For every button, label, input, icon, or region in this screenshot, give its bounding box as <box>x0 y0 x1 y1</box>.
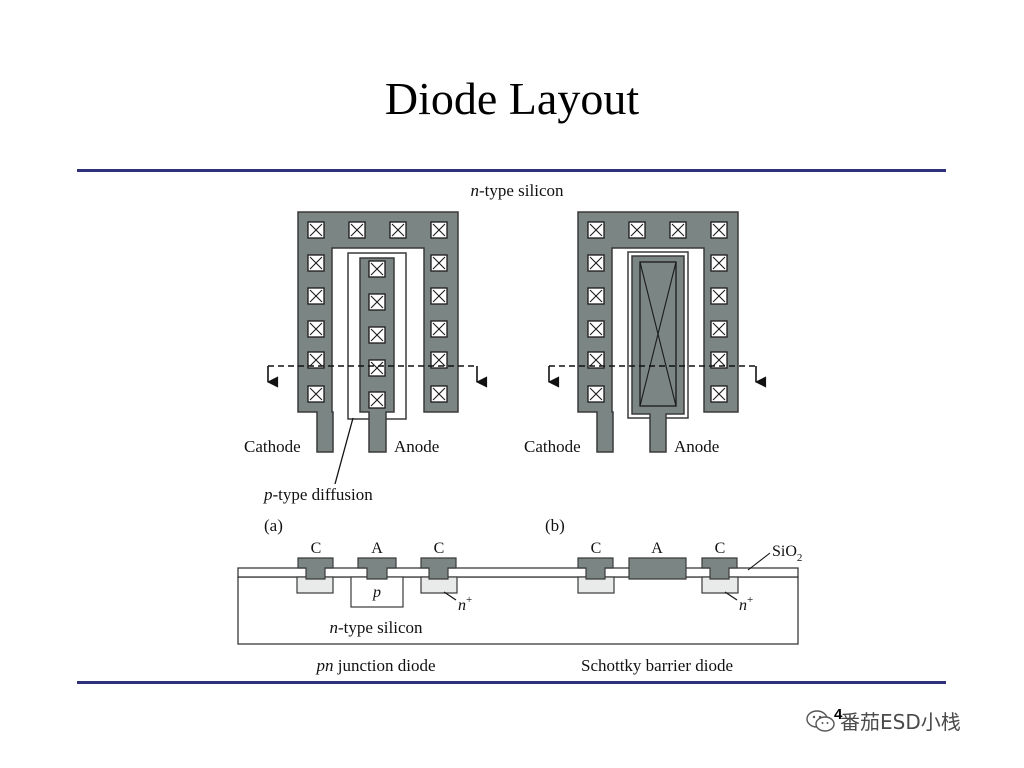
cathode-b-contact-left-3 <box>587 351 605 369</box>
anode-metal-a <box>359 257 395 453</box>
cathode-a-contact-right-2 <box>430 320 448 338</box>
nplus-label-a-n: n <box>458 597 466 614</box>
cs-a-label-c2: C <box>434 540 445 557</box>
contact-metal-b-a <box>628 557 687 580</box>
anode-a-contact-1 <box>368 293 386 311</box>
cathode-a-contact-top-0 <box>307 221 325 239</box>
cathode-b-contact-left-4 <box>587 385 605 403</box>
cathode-label-a: Cathode <box>244 437 301 456</box>
anode-metal-b <box>631 255 685 453</box>
cs-a-label-a: A <box>371 540 383 557</box>
layout-b: Cathode Anode (b) <box>524 211 767 535</box>
cathode-b-contact-top-0 <box>587 221 605 239</box>
cathode-b-contact-left-0 <box>587 254 605 272</box>
diffusion-label-p: p <box>263 485 273 504</box>
page-number: 4 <box>834 706 843 723</box>
caption-pn-rest: junction diode <box>334 656 436 675</box>
anode-label-a: Anode <box>394 437 439 456</box>
cathode-b-contact-top-3 <box>710 221 728 239</box>
anode-a-contact-3 <box>368 359 386 377</box>
contact-metal-a-c1 <box>297 557 334 580</box>
oxide-label-sub: 2 <box>797 552 803 564</box>
oxide-pointer <box>747 552 771 571</box>
nplus-label-b-sup: + <box>747 594 753 606</box>
cathode-a-contact-top-3 <box>430 221 448 239</box>
nplus-label-a-sup: + <box>466 594 472 606</box>
panel-label-b: (b) <box>545 516 565 535</box>
top-label: n-type silicon <box>470 181 564 200</box>
contact-metal-b-c1 <box>577 557 614 580</box>
watermark-text: 番茄ESD小栈 <box>840 710 961 734</box>
substrate-label-rest: -type silicon <box>338 618 423 637</box>
cathode-a-contact-right-3 <box>430 351 448 369</box>
cathode-b-contact-top-1 <box>628 221 646 239</box>
contact-metal-a-a <box>357 557 397 580</box>
cathode-b-contact-right-1 <box>710 287 728 305</box>
contacts-a <box>307 221 448 409</box>
top-label-n: n <box>470 181 479 200</box>
cathode-b-contact-left-2 <box>587 320 605 338</box>
nplus-label-b-n: n <box>739 597 747 614</box>
cathode-b-contact-right-2 <box>710 320 728 338</box>
cathode-a-contact-right-0 <box>430 254 448 272</box>
cs-b-label-c2: C <box>715 540 726 557</box>
cs-a-label-c1: C <box>311 540 322 557</box>
top-label-rest: -type silicon <box>479 181 564 200</box>
slide-title: Diode Layout <box>384 73 640 124</box>
cathode-label-b: Cathode <box>524 437 581 456</box>
cathode-b-contact-right-0 <box>710 254 728 272</box>
anode-a-contact-0 <box>368 260 386 278</box>
nplus-label-a: n+ <box>458 594 472 614</box>
cathode-a-contact-left-0 <box>307 254 325 272</box>
panel-label-a: (a) <box>264 516 283 535</box>
caption-schottky: Schottky barrier diode <box>581 656 733 675</box>
caption-pn-italic: pn <box>316 656 334 675</box>
contacts-b <box>587 221 728 403</box>
nplus-pointer-a <box>443 591 457 601</box>
cathode-a-contact-top-2 <box>389 221 407 239</box>
cs-b-label-a: A <box>651 540 663 557</box>
diffusion-label-a: p-type diffusion <box>263 485 373 504</box>
contact-metal-a-c2 <box>420 557 457 580</box>
wechat-icon <box>806 709 835 732</box>
substrate-label: n-type silicon <box>329 618 423 637</box>
p-region-a <box>350 576 404 608</box>
nplus-label-b: n+ <box>739 594 753 614</box>
cs-b-label-c1: C <box>591 540 602 557</box>
oxide-label: SiO2 <box>772 543 802 564</box>
cathode-b-contact-top-2 <box>669 221 687 239</box>
cross-sections: C A C p n+ n-type silicon pn junction di… <box>237 540 802 675</box>
diffusion-label-rest: -type diffusion <box>273 485 374 504</box>
watermark: 番茄ESD小栈 <box>806 706 961 735</box>
layout-a: Cathode Anode p-type diffusion (a) <box>244 211 488 535</box>
oxide-label-main: SiO <box>772 543 797 560</box>
cathode-a-contact-right-4 <box>430 385 448 403</box>
cathode-a-contact-left-2 <box>307 320 325 338</box>
substrate-label-n: n <box>329 618 338 637</box>
diffusion-pointer-a <box>334 417 354 485</box>
cathode-a-contact-left-1 <box>307 287 325 305</box>
schottky-contact-cross-2 <box>639 261 677 407</box>
bottom-divider <box>77 681 946 684</box>
cathode-a-contact-right-1 <box>430 287 448 305</box>
cathode-a-contact-left-4 <box>307 385 325 403</box>
top-divider <box>77 169 946 172</box>
cathode-b-contact-right-4 <box>710 385 728 403</box>
schottky-contact-b <box>639 261 677 407</box>
cathode-b-contact-right-3 <box>710 351 728 369</box>
caption-pn: pn junction diode <box>316 656 436 675</box>
cathode-b-contact-left-1 <box>587 287 605 305</box>
cathode-a-contact-top-1 <box>348 221 366 239</box>
oxide-layer <box>237 567 799 578</box>
nplus-pointer-b <box>724 591 738 601</box>
anode-label-b: Anode <box>674 437 719 456</box>
cathode-a-contact-left-3 <box>307 351 325 369</box>
anode-a-contact-4 <box>368 391 386 409</box>
anode-a-contact-2 <box>368 326 386 344</box>
p-region-label: p <box>372 584 381 601</box>
contact-metal-b-c2 <box>701 557 738 580</box>
